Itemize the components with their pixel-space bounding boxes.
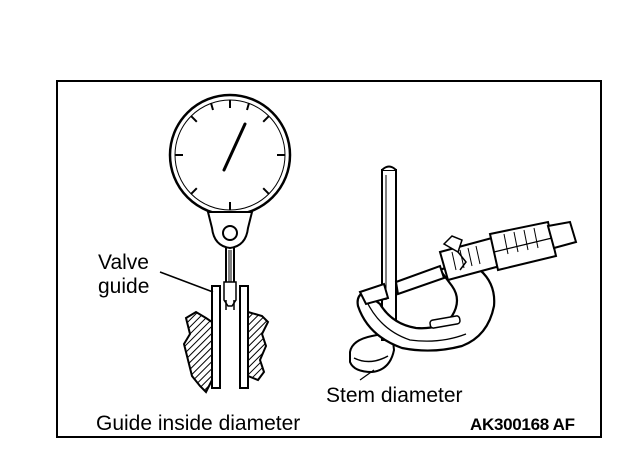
dial-gauge-icon bbox=[168, 93, 292, 282]
stem-diameter-leader bbox=[359, 369, 375, 381]
valve-guide-icon bbox=[182, 281, 270, 394]
valve-guide-label-line2: guide bbox=[98, 275, 150, 298]
stem-diameter-label: Stem diameter bbox=[326, 384, 463, 407]
valve-guide-leader bbox=[159, 271, 214, 293]
valve-guide-label-line1: Valve bbox=[98, 251, 149, 274]
figure-frame bbox=[56, 80, 602, 438]
guide-inside-diameter-label: Guide inside diameter bbox=[96, 412, 301, 435]
micrometer-icon bbox=[356, 220, 578, 352]
figure-code: AK300168 AF bbox=[470, 415, 575, 434]
